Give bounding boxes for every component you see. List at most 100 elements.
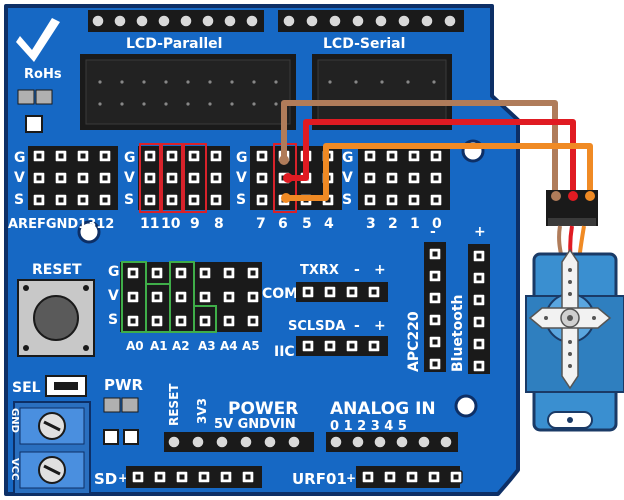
header-pin <box>174 314 188 328</box>
svg-text:RESET: RESET <box>167 383 181 426</box>
svg-text:A1: A1 <box>150 339 168 353</box>
header-pin <box>187 171 201 185</box>
header-pin <box>209 149 223 163</box>
header-pin <box>98 149 112 163</box>
svg-text:COM: COM <box>262 286 298 302</box>
header-pin <box>407 149 421 163</box>
header-pin <box>472 337 486 351</box>
header-hole <box>374 14 388 28</box>
sel-switch[interactable]: SEL <box>12 375 87 397</box>
header-pin <box>428 335 442 349</box>
lcd-serial-label: LCD-Serial <box>323 36 405 52</box>
header-pin <box>429 193 443 207</box>
header-hole <box>91 14 105 28</box>
header-pin <box>126 266 140 280</box>
analog-gvs-labels: G V S <box>108 264 120 328</box>
svg-text:ANALOG IN: ANALOG IN <box>330 399 436 419</box>
header-pin <box>361 470 375 484</box>
apc220-header: - APC220 <box>406 224 446 372</box>
header-pin <box>222 314 236 328</box>
servo-connector <box>546 190 598 226</box>
svg-text:2: 2 <box>388 216 398 232</box>
header-pin <box>150 290 164 304</box>
rohs-logo: RoHs <box>16 18 62 82</box>
svg-text:5: 5 <box>302 216 312 232</box>
header-pin <box>153 470 167 484</box>
header-hole <box>282 14 296 28</box>
servo-motor <box>525 248 624 432</box>
header-hole <box>179 14 193 28</box>
svg-text:V: V <box>108 288 119 304</box>
header-pin <box>255 193 269 207</box>
header-pin <box>428 313 442 327</box>
header-pin <box>345 285 359 299</box>
header-pin <box>405 470 419 484</box>
header-pin <box>363 193 377 207</box>
lcd-header-pin <box>142 102 146 106</box>
pin-highlight-green <box>121 261 217 333</box>
lcd-header-pin <box>230 102 234 106</box>
header-hole <box>351 435 365 449</box>
reset-button[interactable] <box>17 279 95 357</box>
svg-text:G: G <box>236 150 248 166</box>
header-pin <box>131 470 145 484</box>
header-pin <box>428 357 442 371</box>
svg-text:S: S <box>342 192 352 208</box>
svg-text:A2: A2 <box>172 339 190 353</box>
svg-text:V: V <box>14 170 25 186</box>
svg-text:-: - <box>430 224 436 240</box>
power-terminal-block: GND VCC <box>9 401 91 495</box>
svg-text:3V3: 3V3 <box>195 398 209 424</box>
lcd-header-pin <box>230 80 234 84</box>
header-pin <box>323 339 337 353</box>
header-pin <box>187 149 201 163</box>
svg-text:11: 11 <box>140 216 159 232</box>
header-pin <box>472 271 486 285</box>
header-pin <box>241 470 255 484</box>
header-pin <box>323 285 337 299</box>
header-pin <box>54 149 68 163</box>
header-pin <box>427 470 441 484</box>
lcd-serial-pin-strip <box>278 10 464 32</box>
svg-text:A4: A4 <box>220 339 238 353</box>
header-pin <box>126 290 140 304</box>
header-pin <box>407 193 421 207</box>
header-hole <box>113 14 127 28</box>
svg-text:6: 6 <box>278 216 288 232</box>
sd-header: SD + <box>94 466 262 488</box>
header-hole <box>420 14 434 28</box>
svg-text:V: V <box>124 170 135 186</box>
svg-text:A0: A0 <box>126 339 144 353</box>
header-pin <box>54 193 68 207</box>
rohs-pads <box>17 89 53 133</box>
svg-text:S: S <box>14 192 24 208</box>
analog-number-labels: A0 A1 A2 A3 A4 A5 <box>126 339 260 353</box>
svg-text:S: S <box>108 312 118 328</box>
header-pin <box>187 193 201 207</box>
svg-text:SEL: SEL <box>12 380 41 396</box>
svg-text:+: + <box>346 471 356 485</box>
svg-text:-: - <box>354 262 360 278</box>
svg-text:G: G <box>342 150 354 166</box>
header-hole <box>239 435 253 449</box>
header-hole <box>328 14 342 28</box>
svg-text:A5: A5 <box>242 339 260 353</box>
header-pin <box>301 285 315 299</box>
lcd-header-pin <box>274 80 278 84</box>
apc220-label: APC220 <box>406 311 422 372</box>
digital-number-labels: AREFGND1312 11 10 9 8 7 6 5 4 3 2 1 0 <box>8 216 442 232</box>
svg-text:0 1 2 3 4 5: 0 1 2 3 4 5 <box>330 419 407 434</box>
header-hole <box>215 435 229 449</box>
svg-text:AREFGND1312: AREFGND1312 <box>8 217 114 232</box>
svg-text:+: + <box>118 471 128 485</box>
svg-text:-: - <box>354 318 360 334</box>
svg-text:SCLSDA: SCLSDA <box>288 319 345 334</box>
digital-header-block-a <box>28 146 118 210</box>
header-pin <box>76 171 90 185</box>
lcd-header-pin <box>98 80 102 84</box>
header-pin <box>428 269 442 283</box>
header-pin <box>472 249 486 263</box>
svg-text:7: 7 <box>256 216 266 232</box>
svg-text:S: S <box>124 192 134 208</box>
